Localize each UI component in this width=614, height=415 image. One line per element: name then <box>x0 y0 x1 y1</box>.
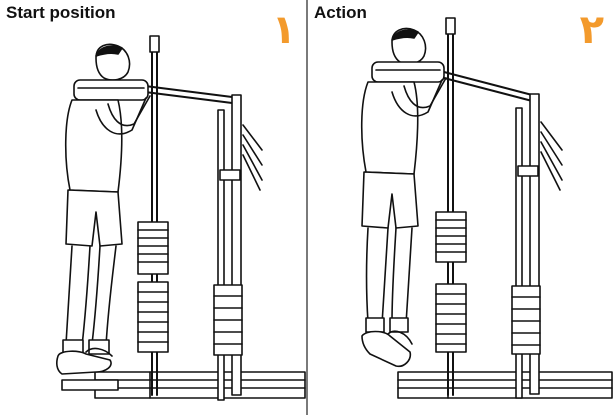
start-position-panel: Start position ١ <box>0 0 306 415</box>
panel-divider <box>306 0 308 415</box>
action-drawing <box>360 17 613 399</box>
floor-platform <box>397 371 613 399</box>
floor-platform <box>94 371 306 399</box>
start-position-drawing <box>56 35 306 401</box>
weight-stack-side <box>213 284 243 356</box>
weight-stack-side <box>511 285 541 355</box>
person-figure <box>360 27 447 368</box>
foot-block <box>61 379 119 391</box>
weight-stack-lower <box>435 283 467 353</box>
weight-stack-lower <box>137 281 169 353</box>
start-position-title: Start position <box>6 3 116 22</box>
weight-stack-upper <box>435 211 467 263</box>
weight-stack-upper <box>137 221 169 275</box>
step-one-number: ١ <box>271 7 296 53</box>
action-panel: Action ٢ <box>308 0 614 415</box>
step-two-number: ٢ <box>579 7 604 53</box>
person-figure <box>56 43 151 375</box>
action-title: Action <box>314 3 367 22</box>
